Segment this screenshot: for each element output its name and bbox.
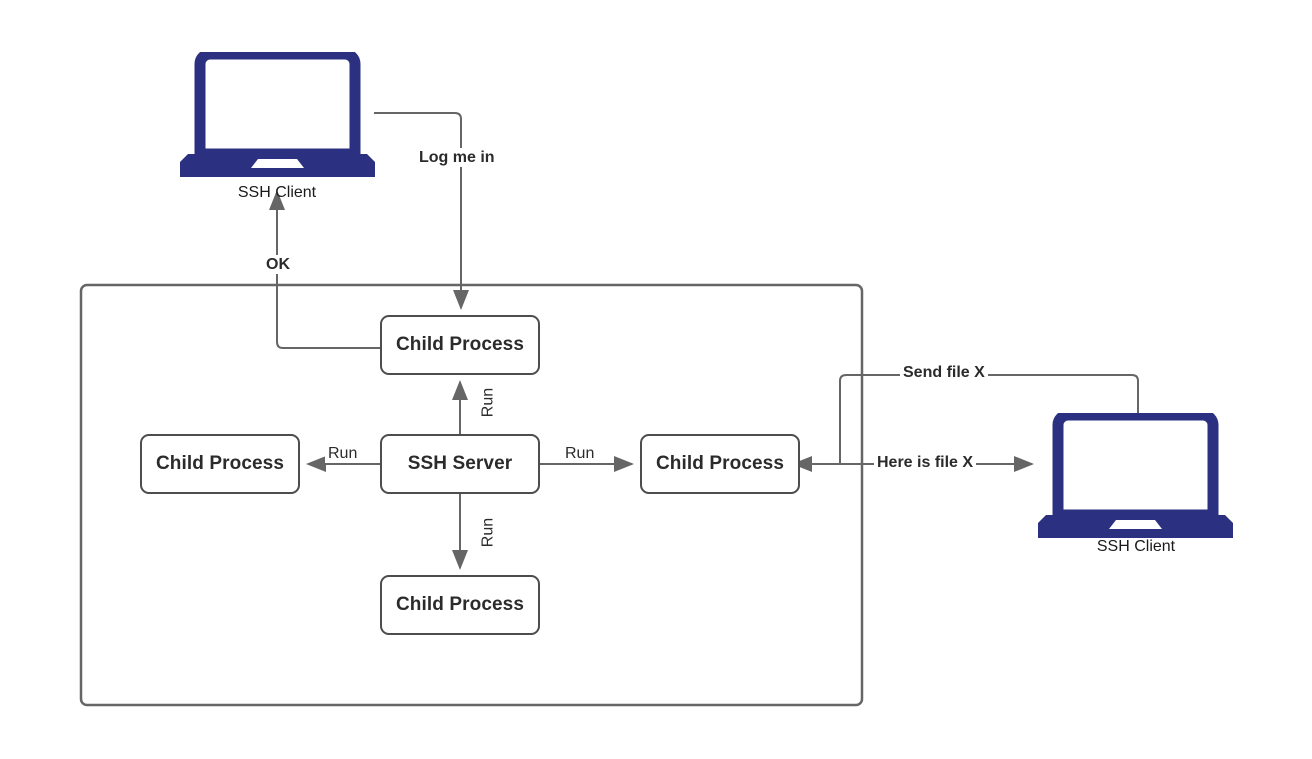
node-child-process-right[interactable]: Child Process xyxy=(640,434,800,494)
node-label: Child Process xyxy=(655,453,784,474)
node-ssh-server[interactable]: SSH Server xyxy=(380,434,540,494)
edge-label-log-me-in: Log me in xyxy=(416,148,498,167)
node-label: Child Process xyxy=(395,594,524,615)
edge-label-run-up: Run xyxy=(478,381,498,424)
node-label: Child Process xyxy=(155,453,284,474)
laptop-icon xyxy=(180,52,375,177)
edge-log-me-in xyxy=(374,112,469,310)
node-child-process-left[interactable]: Child Process xyxy=(140,434,300,494)
node-child-process-top[interactable]: Child Process xyxy=(380,315,540,375)
edge-label-run-down: Run xyxy=(478,511,498,554)
edge-label-run-right: Run xyxy=(562,444,598,463)
laptop-icon xyxy=(1038,413,1233,538)
edge-label-here-is-file-x: Here is file X xyxy=(874,453,977,472)
node-label: Child Process xyxy=(395,334,524,355)
node-child-process-bottom[interactable]: Child Process xyxy=(380,575,540,635)
node-label: SSH Server xyxy=(407,453,513,474)
laptop-caption-right: SSH Client xyxy=(1096,538,1176,555)
edge-label-ok: OK xyxy=(263,255,293,274)
edge-label-send-file-x: Send file X xyxy=(900,363,988,382)
edge-label-run-left: Run xyxy=(325,444,361,463)
laptop-caption-top: SSH Client xyxy=(237,184,317,201)
